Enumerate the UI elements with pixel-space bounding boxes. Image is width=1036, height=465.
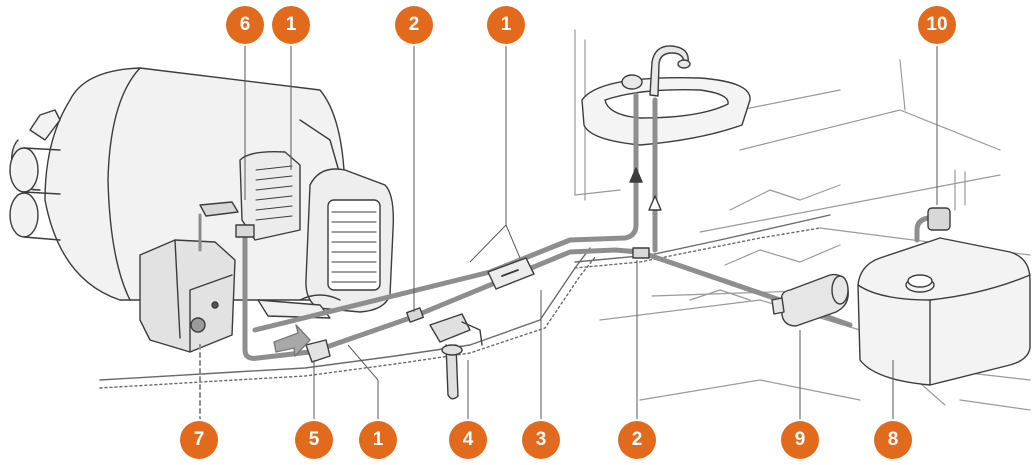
callout-1-top-right: 1 xyxy=(487,6,525,44)
callout-10: 10 xyxy=(918,6,956,44)
callout-9: 9 xyxy=(781,421,819,459)
floor-edge xyxy=(99,214,831,389)
pipe-fittings xyxy=(199,201,951,323)
callout-7: 7 xyxy=(180,421,218,459)
callout-1-top-left: 1 xyxy=(272,6,310,44)
faucet xyxy=(621,45,691,97)
callout-2-bottom: 2 xyxy=(618,421,656,459)
gas-control-box xyxy=(139,239,236,353)
callout-1-bottom: 1 xyxy=(359,421,397,459)
safety-drain-valve xyxy=(429,313,483,400)
wall xyxy=(574,29,1001,211)
callout-2-top: 2 xyxy=(395,6,433,44)
water-pump xyxy=(771,273,849,327)
callout-5: 5 xyxy=(295,421,333,459)
callout-3: 3 xyxy=(522,421,560,459)
callout-6: 6 xyxy=(226,6,264,44)
callout-4: 4 xyxy=(449,421,487,459)
sink xyxy=(581,76,751,146)
water-tank xyxy=(857,237,1031,386)
elbow-connector xyxy=(273,324,331,363)
non-return-valve xyxy=(487,257,535,290)
callout-8: 8 xyxy=(874,421,912,459)
flow-arrows xyxy=(629,167,662,211)
leader-lines xyxy=(198,44,938,430)
vent-panel xyxy=(305,168,395,313)
